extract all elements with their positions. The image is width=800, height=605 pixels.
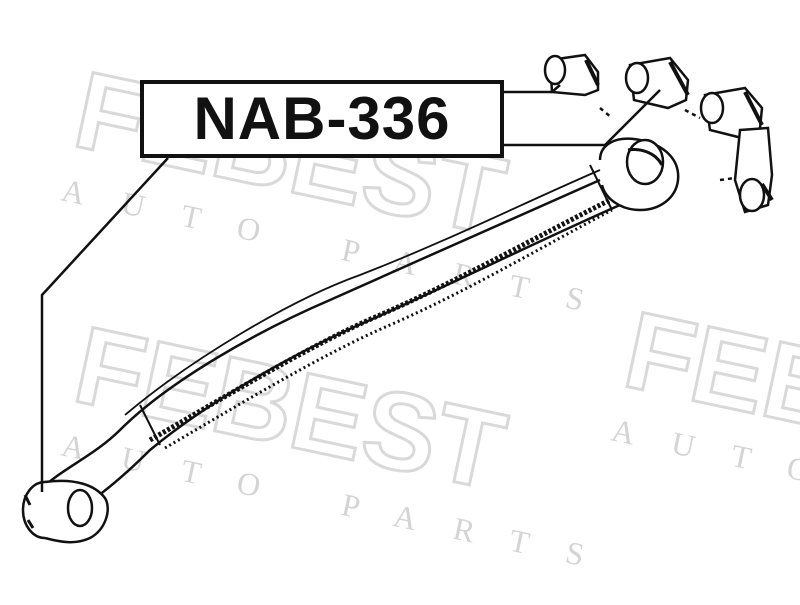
- shackle-hatch: [760, 182, 774, 202]
- leader-line-bushing-2: [504, 89, 661, 147]
- left-eye-hatch: [23, 494, 35, 529]
- left-eye-body: [44, 479, 109, 544]
- leader-lines: [40, 84, 736, 492]
- dash-bushing-2: [684, 108, 701, 120]
- left-eye-inner: [66, 488, 94, 528]
- bushing-icon: [543, 53, 774, 214]
- leaf-main-upper: [39, 178, 601, 491]
- bushing-icon: [21, 479, 109, 544]
- bushing-1-face: [543, 54, 567, 86]
- part-number-label: NAB-336: [193, 85, 451, 152]
- spring-leaf-icon: [39, 164, 621, 522]
- right-eye-hatch: [627, 148, 664, 166]
- bushing-3-face: [699, 91, 725, 125]
- watermark-right: FEBEST AUTO PARTS: [609, 287, 800, 566]
- leader-line-bushing-1: [504, 84, 561, 94]
- leaf-clamp-right: [589, 164, 613, 211]
- dash-bushing-1: [599, 107, 613, 119]
- bushing-3-hatch: [743, 91, 764, 126]
- part-number-box: NAB-336: [140, 80, 504, 158]
- bushing-1-hatch: [584, 59, 600, 86]
- leaf-clamp-left: [139, 404, 161, 446]
- watermark-center: FEBEST AUTO PARTS: [59, 302, 625, 581]
- leaf-stack-2: [164, 208, 613, 450]
- bushing-2-hatch: [668, 61, 690, 96]
- leaf-top-outline: [124, 169, 601, 416]
- leaf-stack-1: [148, 197, 612, 443]
- leader-line-left-eye: [40, 157, 169, 492]
- bushing-icon: [598, 137, 680, 212]
- shackle-eye: [738, 177, 766, 213]
- dash-shackle: [719, 176, 736, 182]
- bushing-2-face: [624, 61, 650, 95]
- right-eye-bushing: [625, 138, 665, 186]
